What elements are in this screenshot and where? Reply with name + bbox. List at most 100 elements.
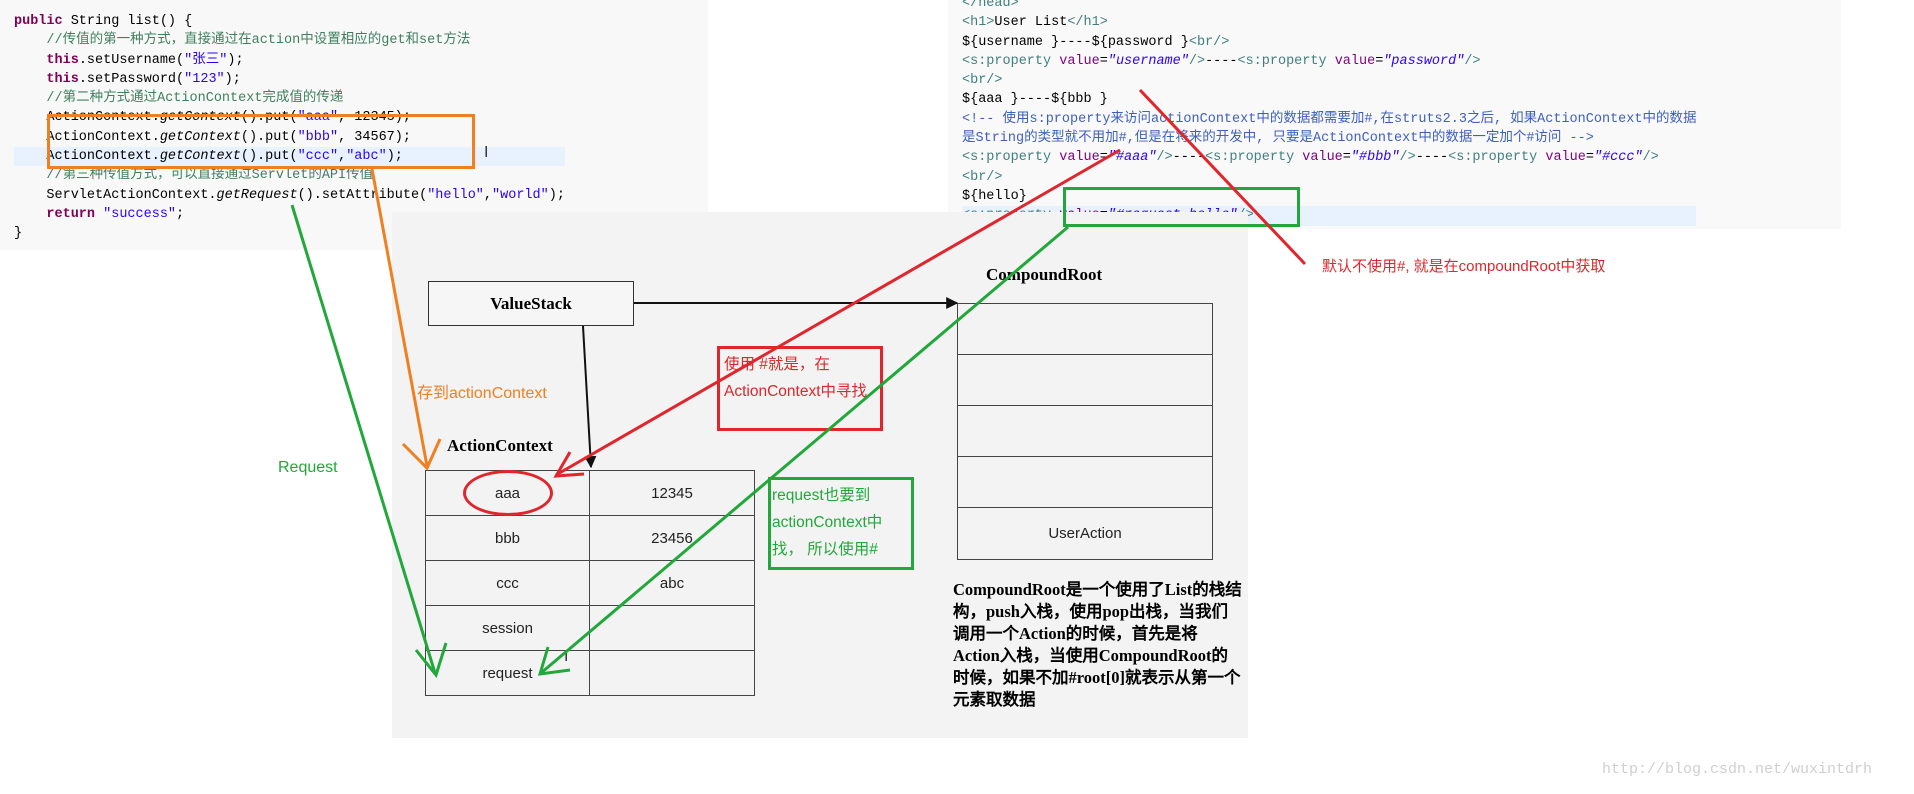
code-token: ActionContext.: [14, 149, 160, 165]
orange-arrow: [370, 168, 429, 467]
compoundroot-description: CompoundRoot是一个使用了List的栈结构，push入栈，使用pop出…: [953, 580, 1242, 709]
code-token: value: [1334, 53, 1376, 69]
code-token: );: [227, 52, 244, 68]
code-token: "#ccc": [1593, 150, 1643, 166]
code-token: "username": [1107, 53, 1189, 69]
code-line: <s:property value="username"/>----<s:pro…: [962, 52, 1696, 71]
code-token: }: [14, 226, 23, 242]
code-token: </h1>: [1067, 15, 1108, 31]
orange-arrowhead: [401, 438, 442, 471]
code-token: ().put(: [240, 129, 298, 145]
code-token: <br/>: [962, 73, 1003, 89]
code-token: value: [1545, 150, 1586, 166]
java-code-panel: public String list() { //传值的第一种方式，直接通过在a…: [0, 0, 708, 250]
code-token: ;: [176, 206, 185, 222]
request-hello-highlight: [1063, 187, 1300, 227]
code-token: <br/>: [1188, 34, 1230, 50]
code-line: //第二种方式通过ActionContext完成值的传递: [14, 89, 565, 108]
compoundroot-title: CompoundRoot: [986, 265, 1103, 284]
code-token: <s:property: [1448, 150, 1546, 166]
request-note-frame: [768, 477, 914, 570]
code-token: this: [46, 52, 79, 68]
code-token: value: [1059, 150, 1100, 166]
actioncontext-title: ActionContext: [447, 436, 553, 455]
green-hello-arrow: [540, 225, 1069, 675]
code-line: ActionContext.getContext().put("ccc","ab…: [14, 147, 565, 167]
code-token: "123": [184, 71, 225, 87]
code-token: "张三": [184, 52, 228, 68]
compoundroot-stack: UserAction: [957, 303, 1213, 560]
code-line: return "success";: [14, 205, 565, 224]
request-label: Request: [278, 459, 338, 476]
code-token: "world": [492, 187, 549, 203]
code-line: public String list() {: [14, 12, 565, 31]
code-token: "#bbb": [1350, 150, 1400, 166]
code-token: ${hello}: [962, 188, 1027, 204]
valuestack-box: ValueStack: [428, 281, 634, 326]
code-line: }: [14, 224, 565, 243]
text-cursor-icon: I: [564, 648, 569, 665]
code-token: <br/>: [962, 169, 1003, 185]
code-token: String list() {: [62, 14, 193, 29]
red-hash-arrowhead: [553, 451, 585, 478]
code-token: <s:property: [1205, 150, 1303, 166]
store-actioncontext-label: 存到actionContext: [417, 385, 547, 402]
code-token: ,: [483, 187, 493, 203]
code-line: //传值的第一种方式，直接通过在action中设置相应的get和set方法: [14, 31, 565, 50]
code-token: ActionContext.: [14, 129, 160, 145]
code-line: ${username }----${password }<br/>: [962, 33, 1696, 52]
actioncontext-value: abc: [589, 560, 755, 606]
default-no-hash-note: 默认不使用#, 就是在compoundRoot中获取: [1322, 258, 1606, 275]
aaa-highlight-ellipse: [463, 470, 553, 516]
use-hash-note-frame: [717, 346, 883, 431]
red-default-line: [1138, 88, 1307, 266]
code-line: <!-- 使用s:property来访问actionContext中的数据都需要…: [962, 110, 1696, 129]
code-token: "hello": [427, 187, 484, 203]
code-token: getContext: [159, 149, 241, 165]
code-token: value: [1059, 53, 1100, 69]
code-token: "#aaa": [1107, 150, 1157, 166]
code-token: public: [14, 14, 63, 29]
code-line: <s:property value="#aaa"/>----<s:propert…: [962, 148, 1696, 167]
code-token: "abc": [346, 149, 387, 165]
code-line: this.setPassword("123");: [14, 70, 565, 89]
code-line: ${hello}: [962, 187, 1696, 206]
actioncontext-row: request: [425, 650, 755, 696]
code-token: .setUsername(: [78, 52, 185, 68]
code-token: );: [386, 149, 403, 165]
code-line: <h1>User List</h1>: [962, 13, 1696, 32]
actioncontext-value: [589, 650, 755, 696]
code-token: ----: [1415, 150, 1449, 166]
compoundroot-cell: [958, 304, 1212, 355]
use-hash-note: 使用 #就是，在ActionContext中寻找: [724, 356, 867, 400]
code-token: ,: [338, 149, 347, 165]
actioncontext-row: session: [425, 605, 755, 651]
valuestack-to-actioncontext-arrow: [582, 325, 597, 469]
code-token: ServletActionContext.: [14, 187, 217, 203]
code-line: ${aaa }----${bbb }: [962, 90, 1696, 109]
code-token: />: [1188, 53, 1206, 69]
actioncontext-put-highlight: [47, 114, 475, 169]
code-token: ----: [1205, 53, 1238, 69]
code-token: "success": [103, 206, 177, 222]
code-token: //第三种传值方式，可以直接通过Servlet的API传值: [14, 168, 374, 184]
red-hash-arrow: [555, 148, 1121, 477]
code-token: "password": [1383, 53, 1465, 69]
java-code-lines: public String list() { //传值的第一种方式，直接通过在a…: [14, 12, 565, 244]
code-token: ----: [1172, 150, 1206, 166]
code-token: value: [1302, 150, 1343, 166]
code-line: <br/>: [962, 168, 1696, 187]
code-token: />: [1464, 53, 1481, 69]
code-token: );: [548, 187, 565, 203]
code-token: .setPassword(: [78, 71, 185, 87]
code-token: <s:property: [1237, 53, 1335, 69]
green-request-arrowhead: [414, 642, 448, 679]
code-token: =: [1342, 150, 1351, 166]
code-token: <s:property: [962, 53, 1060, 69]
request-also-note: request也要到actionContext中找， 所以使用#: [772, 487, 883, 558]
code-token: </head>: [962, 0, 1019, 11]
